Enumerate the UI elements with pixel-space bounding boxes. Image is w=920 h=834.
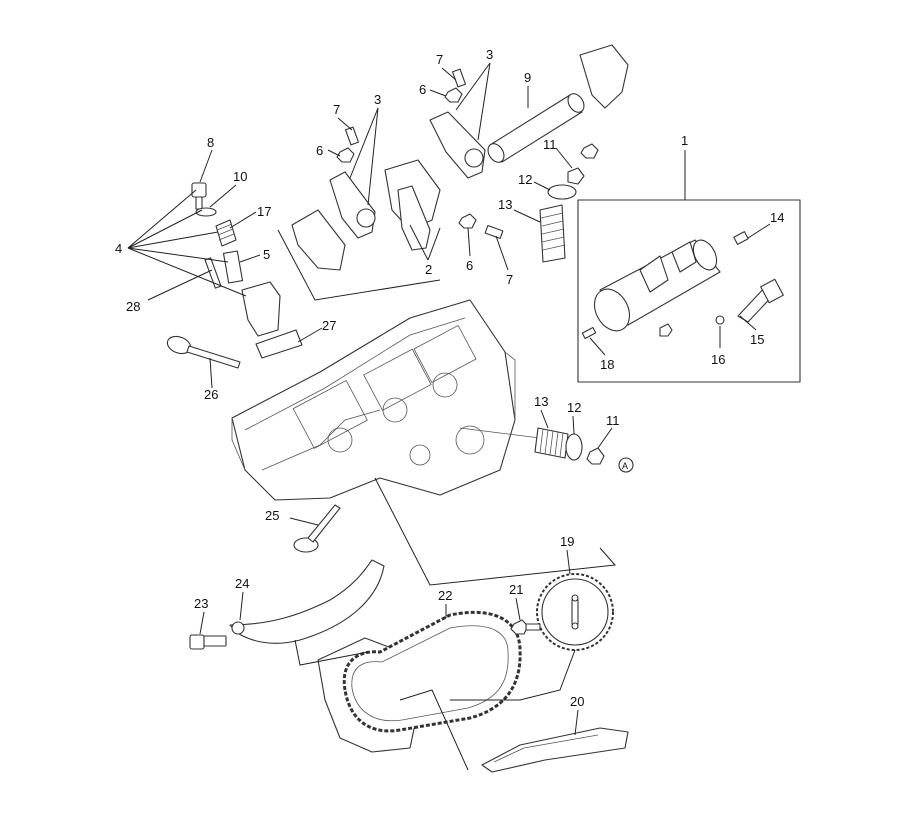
callout-7-top: 7 [436,52,443,67]
valve-brackets [291,44,629,271]
callout-10: 10 [233,169,247,184]
cam-sprocket [536,573,614,651]
cylinder-head [231,299,516,501]
intake-valve [166,335,241,369]
callout-11-lower: 11 [606,413,620,428]
rocker-arm-middle [397,185,431,251]
chain-slipper [481,727,629,773]
leader-lines [127,62,771,771]
rocker-shaft [487,93,585,163]
callout-12-upper: 12 [518,172,532,187]
callout-14: 14 [770,210,784,225]
exhaust-valve [293,504,341,553]
callout-12-lower: 12 [567,400,581,415]
callout-7-bottom: 7 [506,272,513,287]
callout-5: 5 [263,247,270,262]
guide-bolt [189,634,227,650]
callout-17: 17 [257,204,271,219]
callout-3-right: 3 [486,47,493,62]
callout-13-lower: 13 [534,394,548,409]
callout-7-left: 7 [333,102,340,117]
sprocket-bolt [510,619,541,635]
callout-24: 24 [235,576,249,591]
callout-3-left: 3 [374,92,381,107]
callout-26: 26 [204,387,218,402]
callout-27: 27 [322,318,336,333]
reference-marker-a: A [622,461,628,471]
chain-guide-upper [229,559,385,644]
valve-spring-upper [539,143,599,263]
adjuster-nuts [336,68,504,240]
callout-13-upper: 13 [498,197,512,212]
chain-tensioner-assembly [191,182,303,359]
callout-22: 22 [438,588,452,603]
callout-6-bottom: 6 [466,258,473,273]
callout-16: 16 [711,352,725,367]
callout-18: 18 [600,357,614,372]
callout-25: 25 [265,508,279,523]
callout-19: 19 [560,534,574,549]
callout-28: 28 [126,299,140,314]
callout-23: 23 [194,596,208,611]
callout-1: 1 [681,133,688,148]
rocker-arm-left [329,171,376,239]
camshaft-group [577,199,801,383]
callout-20: 20 [570,694,584,709]
callout-6-left: 6 [316,143,323,158]
callout-6-top: 6 [419,82,426,97]
callout-2: 2 [425,262,432,277]
callout-11-upper: 11 [543,137,557,152]
callout-9: 9 [524,70,531,85]
callout-15: 15 [750,332,764,347]
callout-21: 21 [509,582,523,597]
callout-labels: 1 2 3 3 4 5 6 6 6 7 7 7 8 9 10 11 11 12 … [115,47,784,709]
rocker-arm-right [429,111,486,179]
timing-chain [342,610,522,733]
callout-4: 4 [115,241,122,256]
valve-spring-lower [459,427,634,473]
callout-8: 8 [207,135,214,150]
